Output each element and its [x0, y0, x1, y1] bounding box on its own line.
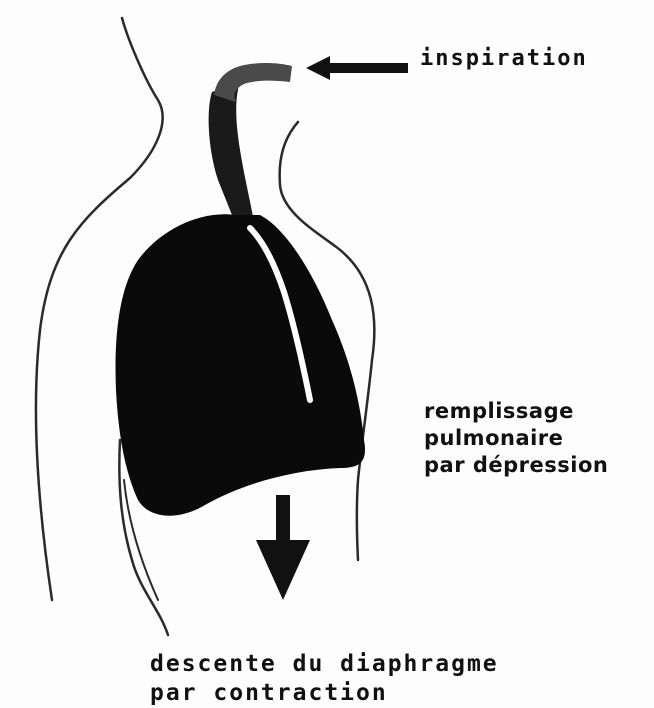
airway-inlet [214, 63, 292, 102]
lung-filling-label: remplissage pulmonaire par dépression [424, 398, 608, 479]
diaphragm-arrow [256, 495, 310, 600]
trachea [209, 82, 254, 225]
diaphragm-descent-line-1: descente du diaphragme [150, 650, 499, 679]
lung [116, 214, 365, 515]
lung-filling-line-3: par dépression [424, 452, 608, 479]
inspiration-label: inspiration [420, 46, 588, 71]
diaphragm-descent-label: descente du diaphragme par contraction [150, 650, 499, 708]
diaphragm-descent-line-2: par contraction [150, 679, 499, 708]
lung-filling-line-2: pulmonaire [424, 425, 608, 452]
lung-filling-line-1: remplissage [424, 398, 608, 425]
inspiration-arrow [306, 56, 408, 80]
